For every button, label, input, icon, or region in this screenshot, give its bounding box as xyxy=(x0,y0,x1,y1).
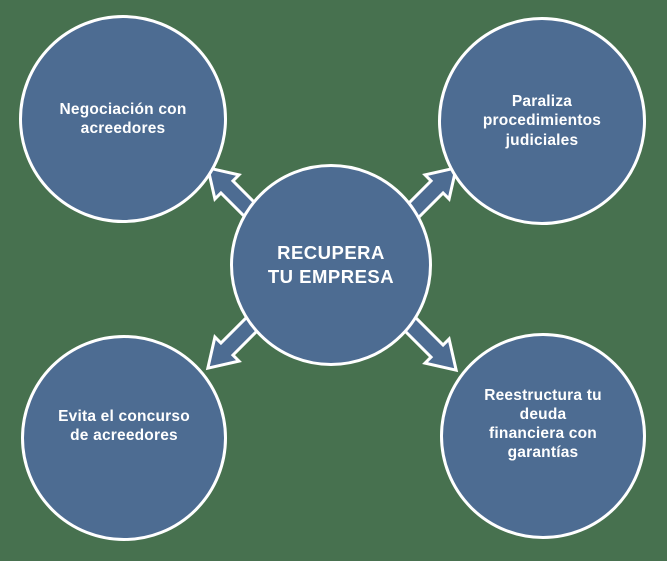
center-node-recupera-circle: RECUPERA TU EMPRESA xyxy=(230,164,432,366)
node-negociacion-label: Negociación con acreedores xyxy=(59,100,187,137)
node-evita-concurso-circle: Evita el concurso de acreedores xyxy=(21,335,227,541)
center-node-recupera-label: RECUPERA TU EMPRESA xyxy=(267,241,395,287)
node-reestructura-circle: Reestructura tu deuda financiera con gar… xyxy=(440,333,646,539)
node-paraliza-circle: Paraliza procedimientos judiciales xyxy=(438,17,646,225)
node-negociacion-circle: Negociación con acreedores xyxy=(19,15,227,223)
node-paraliza-label: Paraliza procedimientos judiciales xyxy=(482,93,602,149)
node-evita-concurso-label: Evita el concurso de acreedores xyxy=(58,407,190,444)
node-reestructura-label: Reestructura tu deuda financiera con gar… xyxy=(484,386,602,462)
